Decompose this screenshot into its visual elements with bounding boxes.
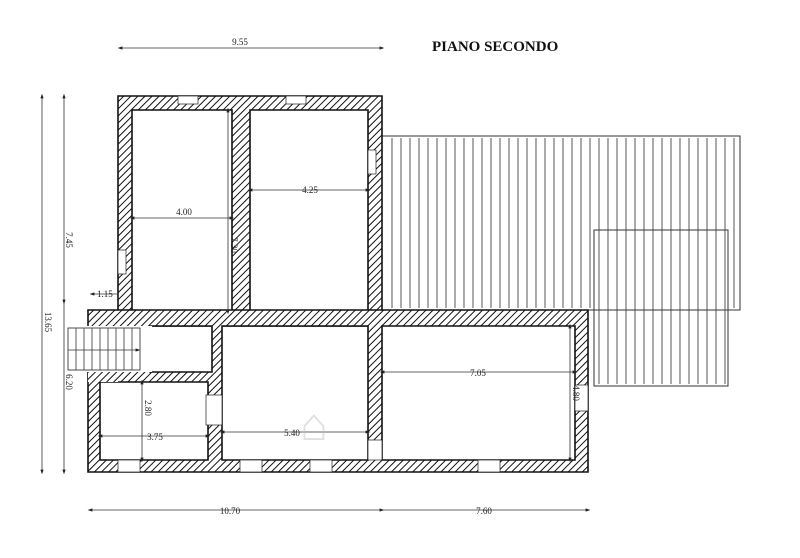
dim-room-height: 7.30 <box>229 237 239 253</box>
staircase <box>67 327 141 371</box>
dim-right-room-height: 4.80 <box>571 385 581 401</box>
plan-title: PIANO SECONDO <box>432 39 558 55</box>
watermark: ⌂ <box>300 398 328 450</box>
dim-left-lower: 6.20 <box>64 374 74 390</box>
dim-right-room-width: 7.05 <box>470 368 486 378</box>
dim-left-total: 13.65 <box>43 312 53 333</box>
dim-left-upper: 7.45 <box>64 232 74 248</box>
dim-small-room-width: 3.75 <box>147 432 163 442</box>
walls-lower-block <box>87 309 589 473</box>
dim-bottom-right: 7.60 <box>476 506 492 516</box>
dimension-lines <box>40 46 591 512</box>
dim-offset: 1.15 <box>97 289 113 299</box>
dim-room1-width: 4.00 <box>176 207 192 217</box>
window-openings <box>117 95 589 473</box>
dim-middle-room-width: 5.40 <box>284 428 300 438</box>
dim-room2-width: 4.25 <box>302 185 318 195</box>
dim-bottom-left: 10.70 <box>220 506 241 516</box>
dim-top-width: 9.55 <box>232 37 248 47</box>
walls-upper-block <box>117 95 383 327</box>
dim-small-room-height: 2.80 <box>143 400 153 416</box>
terrace-decking <box>381 135 741 387</box>
